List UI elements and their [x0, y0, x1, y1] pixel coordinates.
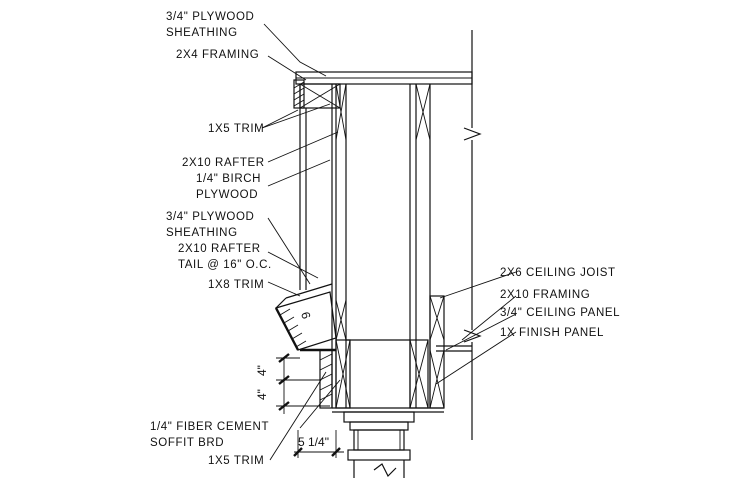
dimension-horizontal	[293, 430, 344, 458]
label-ceiling-panel: 3/4" CEILING PANEL	[500, 307, 620, 319]
trim-hatch-top	[293, 81, 305, 107]
label-2x4-framing: 2X4 FRAMING	[176, 49, 259, 61]
rafter-tail	[274, 283, 337, 351]
label-plywood-sheathing-top-line1: 3/4" PLYWOOD	[166, 11, 254, 23]
label-birch-plywood-line1: 1/4" BIRCH	[196, 173, 261, 185]
label-plywood-sheathing-mid-line2: SHEATHING	[166, 227, 238, 239]
roof-framing-top	[293, 71, 473, 109]
soffit-boards	[300, 348, 336, 409]
ceiling-joist-framing	[429, 295, 472, 409]
label-rafter-tail-line1: 2X10 RAFTER	[178, 243, 261, 255]
label-plywood-sheathing-mid-line1: 3/4" PLYWOOD	[166, 211, 254, 223]
dimension-slope: 6	[298, 310, 313, 321]
label-2x10-rafter: 2X10 RAFTER	[182, 157, 265, 169]
dimension-width: 5 1/4"	[298, 435, 329, 449]
label-2x6-ceiling-joist: 2X6 CEILING JOIST	[500, 267, 616, 279]
header-band	[332, 339, 444, 413]
label-1x8-trim: 1X8 TRIM	[208, 279, 264, 291]
trim-hatch-slope	[279, 308, 307, 348]
label-2x10-framing: 2X10 FRAMING	[500, 289, 590, 301]
right-wall	[463, 30, 482, 440]
label-rafter-tail-line2: TAIL @ 16" O.C.	[178, 259, 272, 271]
dimension-lower-4: 4"	[255, 389, 269, 400]
rafter-x-blocks	[335, 83, 431, 341]
label-birch-plywood-line2: PLYWOOD	[196, 189, 258, 201]
bottom-column	[343, 411, 415, 478]
leader-lines	[261, 23, 517, 461]
label-fiber-cement-line1: 1/4" FIBER CEMENT	[150, 421, 269, 433]
dimension-vertical	[276, 353, 330, 414]
label-1x5-trim-top: 1X5 TRIM	[208, 123, 264, 135]
label-plywood-sheathing-top-line2: SHEATHING	[166, 27, 238, 39]
label-fiber-cement-line2: SOFFIT BRD	[150, 437, 224, 449]
label-1x5-trim-bottom: 1X5 TRIM	[208, 455, 264, 467]
dimension-upper-4: 4"	[255, 365, 269, 376]
label-finish-panel: 1X FINISH PANEL	[500, 327, 604, 339]
